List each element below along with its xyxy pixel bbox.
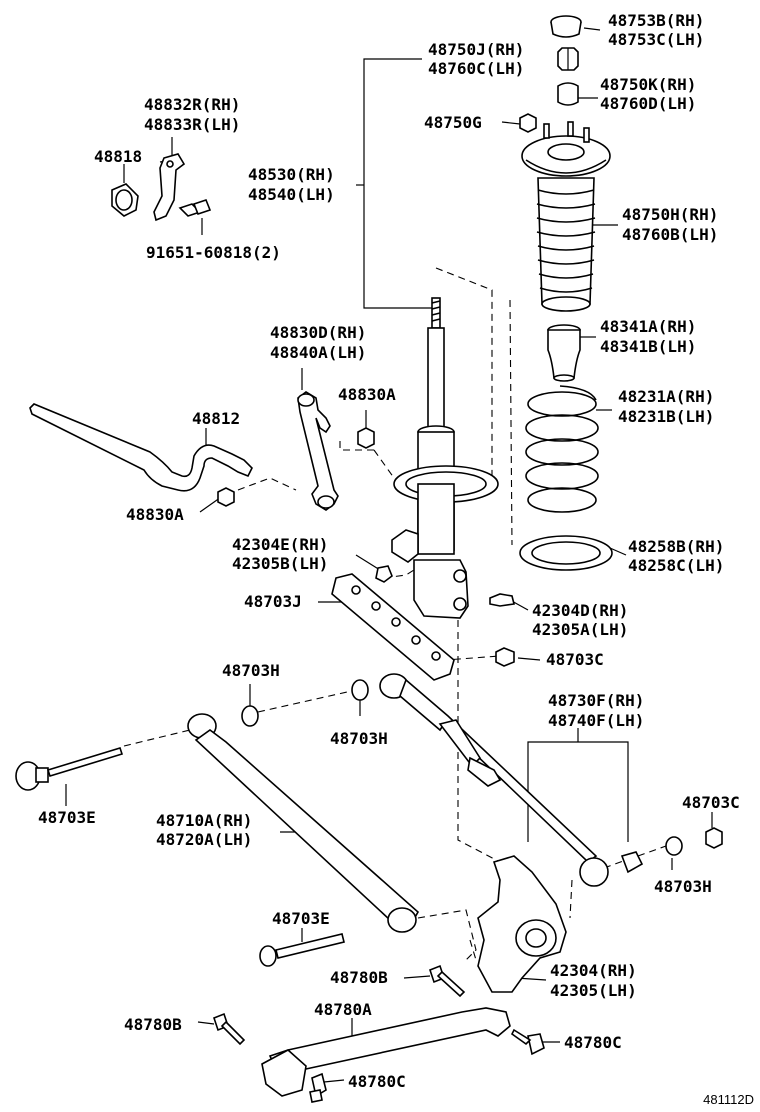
nut-48750j [557,47,579,71]
label-48830a-left: 48830A [126,505,184,524]
stabilizer-link-48830d [297,391,339,511]
label-48703j: 48703J [244,592,302,611]
label-48530: 48530(RH)48540(LH) [248,165,335,204]
label-48753: 48753B(RH)48753C(LH) [608,11,704,49]
label-48832: 48832R(RH)48833R(LH) [144,95,240,134]
nut-48703c-mid [495,647,515,667]
strut-rod-48703j [331,573,455,681]
bolt-48703e-left [15,747,124,791]
nut-48830a-left [217,487,235,507]
strut-support-48750h [521,121,611,177]
label-48703e-mid: 48703E [272,909,330,928]
washer-48703h-mid [351,679,369,701]
label-48730f: 48730F(RH)48740F(LH) [548,691,644,730]
bolt-48780b-left [213,1012,246,1046]
bolt-42304e [375,565,393,583]
bolt-42304d [489,593,515,607]
spring-seat-48258 [519,535,613,571]
label-48341: 48341A(RH)48341B(LH) [600,317,696,356]
label-42304d: 42304D(RH)42305A(LH) [532,601,628,639]
label-48703c-mid: 48703C [546,650,604,669]
label-48703e-left: 48703E [38,808,96,827]
bushing-48750k [557,82,579,106]
label-48231: 48231A(RH)48231B(LH) [618,387,714,426]
label-48750g: 48750G [424,113,482,132]
figure-id: 481112D [703,1092,754,1107]
label-48830a-top: 48830A [338,385,396,404]
shock-absorber-48530 [391,297,499,619]
nut-48830a-top [357,427,375,449]
label-48780a: 48780A [314,1000,372,1019]
stabilizer-bar-48812 [29,403,253,492]
bracket-48832 [153,153,186,222]
label-42304e: 42304E(RH)42305B(LH) [232,535,328,573]
mount-cap-48753 [550,15,582,38]
label-48812: 48812 [192,409,240,428]
label-48703h-right: 48703H [654,877,712,896]
lower-arm-48710a [187,713,420,933]
label-48750k: 48750K(RH)48760D(LH) [600,75,696,113]
bushing-48703h-right [620,836,683,874]
knuckle-42304 [477,855,567,993]
label-48703h-mid: 48703H [330,729,388,748]
label-48750j: 48750J(RH)48760C(LH) [428,40,524,78]
label-42304: 42304(RH)42305(LH) [550,961,637,1000]
label-91651: 91651-60818(2) [146,243,281,262]
coil-spring-48231 [525,385,599,513]
nut-48703c-right [705,827,723,849]
nut-48780c-bottom [309,1072,327,1103]
nut-48750g [519,113,537,133]
parts [15,15,723,1103]
label-48703h-left: 48703H [222,661,280,680]
dust-boot [536,177,596,312]
label-48710a: 48710A(RH)48720A(LH) [156,811,252,849]
label-48780b-left: 48780B [124,1015,182,1034]
rear-arm-48780a [261,1007,511,1097]
bolt-91651 [178,199,212,217]
toe-rod-48730f [379,673,609,887]
bump-stopper-48341 [547,324,581,382]
label-48818: 48818 [94,147,142,166]
label-48780c-bottom: 48780C [348,1072,406,1091]
label-48830d: 48830D(RH)48840A(LH) [270,323,366,362]
bolt-48703e-mid [259,933,345,967]
washer-48703h-left [241,705,259,727]
label-48703c-right: 48703C [682,793,740,812]
label-48780b-mid: 48780B [330,968,388,987]
nut-48780c-right [510,1028,545,1056]
label-48750h: 48750H(RH)48760B(LH) [622,205,718,244]
part-labels: 48753B(RH)48753C(LH) 48750J(RH)48760C(LH… [38,11,754,1107]
label-48258: 48258B(RH)48258C(LH) [628,537,724,575]
label-48780c-right: 48780C [564,1033,622,1052]
bolt-48780b-mid [429,964,466,998]
bushing-48818 [111,183,139,217]
